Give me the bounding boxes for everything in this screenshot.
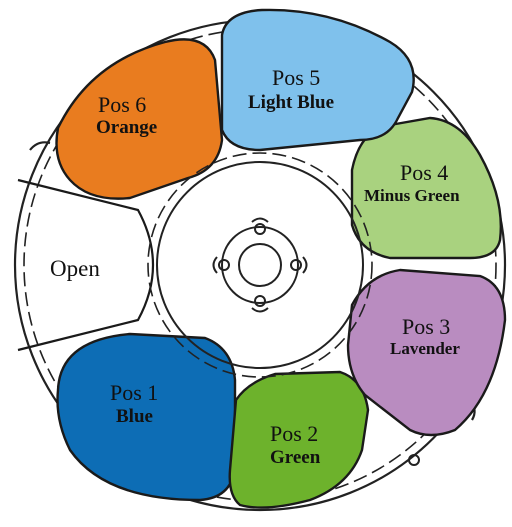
slot-2-pos-label: Pos 2 [270, 421, 318, 446]
rim-notch-left [29, 141, 51, 151]
slot-5-pos-label: Pos 5 [272, 65, 320, 90]
slot-3-pos-label: Pos 3 [402, 314, 450, 339]
slot-pos-3-lavender [346, 268, 507, 437]
slot-4-pos-label: Pos 4 [400, 160, 448, 185]
slot-1-pos-label: Pos 1 [110, 380, 158, 405]
slot-1-name-label: Blue [116, 406, 153, 427]
slot-pos-5-light-blue [220, 8, 415, 152]
slot-pos-6-orange [55, 38, 224, 200]
slot-2-name-label: Green [270, 447, 321, 468]
center-disc [156, 161, 364, 369]
open-label: Open [50, 256, 100, 281]
index-hole [408, 454, 420, 466]
open-slot-outline [17, 178, 154, 352]
hub-mount-icon [212, 217, 308, 313]
slot-5-name-label: Light Blue [248, 92, 334, 113]
slot-6-name-label: Orange [96, 117, 157, 138]
slot-pos-1-blue [56, 332, 237, 502]
slot-3-name-label: Lavender [390, 339, 460, 358]
slot-4-name-label: Minus Green [364, 186, 460, 205]
slot-pos-2-green [228, 370, 370, 509]
center-disc-dashed [147, 152, 373, 378]
slot-6-pos-label: Pos 6 [98, 92, 146, 117]
